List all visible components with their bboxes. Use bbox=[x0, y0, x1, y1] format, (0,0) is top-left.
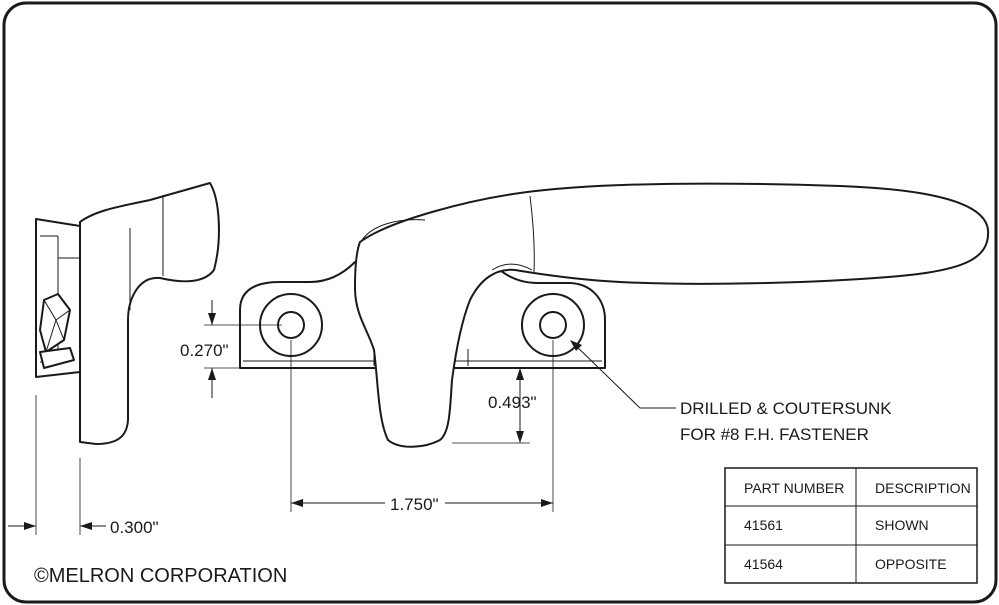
part-table bbox=[724, 467, 978, 584]
note-line-2: FOR #8 F.H. FASTENER bbox=[680, 425, 869, 444]
front-view bbox=[239, 182, 990, 448]
copyright-text: ©MELRON CORPORATION bbox=[34, 565, 287, 587]
dim-0-493: 0.493" bbox=[488, 393, 537, 412]
dim-1-750: 1.750" bbox=[390, 495, 439, 514]
dimension-lines bbox=[8, 300, 676, 535]
table-cell: 41564 bbox=[744, 556, 783, 572]
side-view bbox=[35, 182, 220, 445]
dim-0-270: 0.270" bbox=[180, 341, 229, 360]
table-cell: 41561 bbox=[744, 517, 783, 533]
table-cell: OPPOSITE bbox=[875, 556, 947, 572]
dim-0-300: 0.300" bbox=[110, 518, 159, 537]
lever-handle bbox=[354, 182, 990, 448]
note-line-1: DRILLED & COUTERSUNK bbox=[680, 399, 892, 418]
table-header-part-number: PART NUMBER bbox=[744, 480, 844, 496]
table-header-description: DESCRIPTION bbox=[875, 480, 971, 496]
table-cell: SHOWN bbox=[875, 517, 929, 533]
